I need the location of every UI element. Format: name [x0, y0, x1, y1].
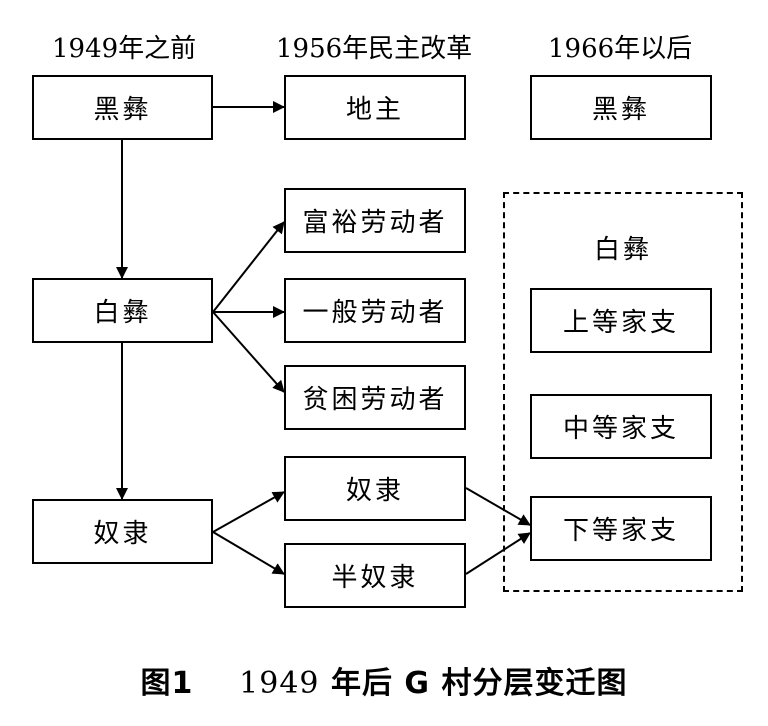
column-header-after-1966: 1966年以后 [548, 34, 693, 64]
node-zhongdeng-jiazhi: 中等家支 [530, 394, 712, 459]
node-nuli-before: 奴隶 [32, 499, 213, 564]
arrow-bannuli-to-xiadeng [465, 532, 531, 575]
node-yiban-laodongzhe: 一般劳动者 [284, 278, 466, 343]
node-baiyi-before: 白彝 [32, 278, 213, 343]
caption-title: 年后 G 村分层变迁图 [330, 666, 628, 701]
node-fuyu-laodongzhe: 富裕劳动者 [284, 188, 466, 253]
node-bannuli: 半奴隶 [284, 543, 466, 608]
arrow-baiyi-to-pinkun [212, 311, 285, 393]
column-header-1956-reform: 1956年民主改革 [276, 34, 473, 64]
node-heiyi-after: 黑彝 [530, 75, 712, 140]
baiyi-group-frame [503, 192, 743, 592]
caption-year: 1949 [239, 666, 320, 701]
node-shangdeng-jiazhi: 上等家支 [530, 288, 712, 353]
baiyi-group-label: 白彝 [594, 235, 653, 265]
node-xiadeng-jiazhi: 下等家支 [530, 496, 712, 561]
figure-number: 图1 [140, 666, 194, 701]
arrow-baiyi-to-fuyu [212, 221, 285, 313]
node-pinkun-laodongzhe: 贫困劳动者 [284, 365, 466, 430]
node-heiyi-before: 黑彝 [32, 75, 213, 140]
figure-caption: 图1 1949 年后 G 村分层变迁图 [0, 658, 768, 702]
arrow-nuli-to-nuli2 [212, 491, 285, 533]
node-nuli-1956: 奴隶 [284, 456, 466, 521]
node-dizhu: 地主 [284, 75, 466, 140]
arrow-nuli-to-bannuli [212, 531, 285, 575]
column-header-before-1949: 1949年之前 [52, 34, 197, 64]
arrow-nuli2-to-xiadeng [465, 487, 531, 526]
